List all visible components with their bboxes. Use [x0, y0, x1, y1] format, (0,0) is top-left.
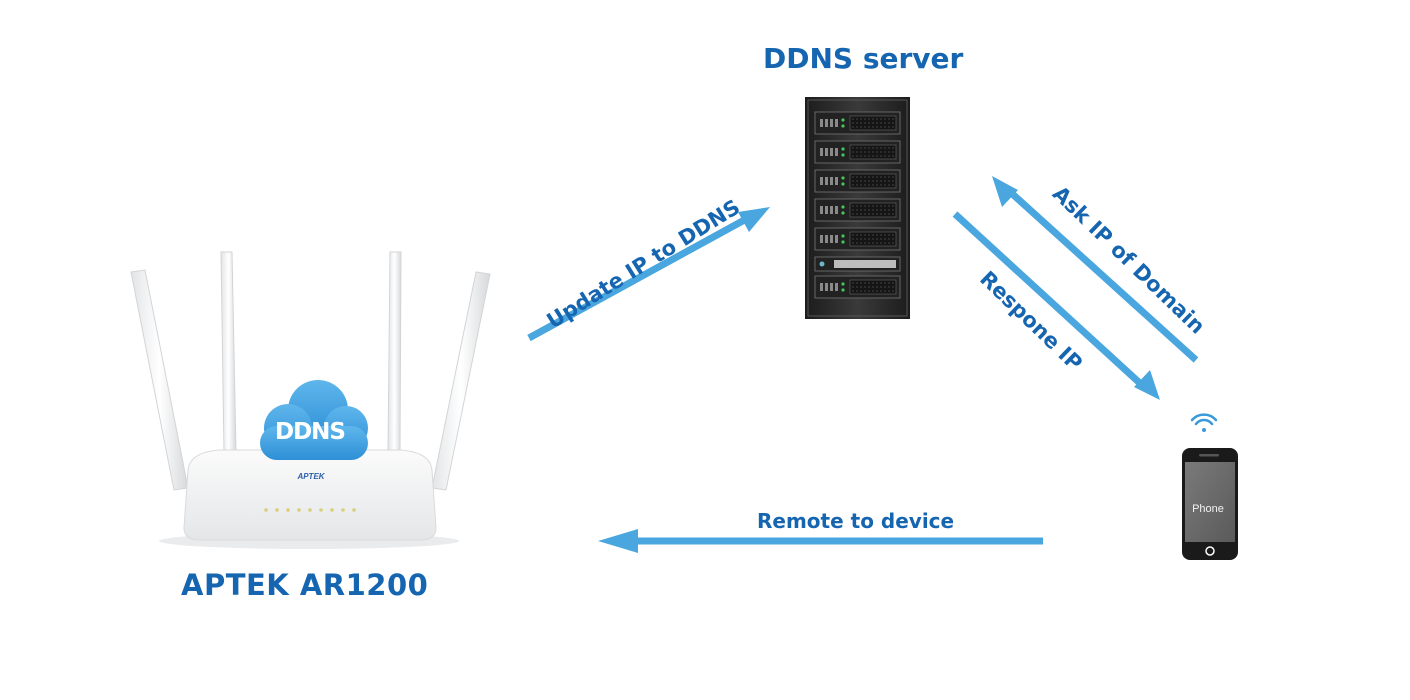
- arrow-remote: [598, 529, 1043, 553]
- phone-icon: [1182, 448, 1238, 560]
- wifi-icon: [1190, 413, 1218, 432]
- router-icon: [130, 251, 491, 549]
- label-remote: Remote to device: [757, 509, 955, 533]
- server-unit: [814, 111, 901, 135]
- server-unit: [814, 275, 901, 299]
- ddns-cloud-icon: [260, 380, 368, 460]
- arrow-response-ip: [952, 211, 1160, 400]
- server-unit: [814, 169, 901, 193]
- arrow-update-ip: [527, 207, 770, 342]
- arrow-ask-ip: [992, 176, 1199, 363]
- phone-label: Phone: [1192, 503, 1224, 515]
- server-unit: [814, 256, 901, 272]
- cloud-label: DDNS: [275, 419, 346, 445]
- server-rack-icon: [805, 97, 910, 319]
- router-title: APTEK AR1200: [181, 568, 429, 602]
- server-unit: [814, 140, 901, 164]
- server-unit: [814, 198, 901, 222]
- server-unit: [814, 227, 901, 251]
- server-title: DDNS server: [763, 42, 964, 75]
- router-brand-logo: APTEK: [297, 472, 325, 481]
